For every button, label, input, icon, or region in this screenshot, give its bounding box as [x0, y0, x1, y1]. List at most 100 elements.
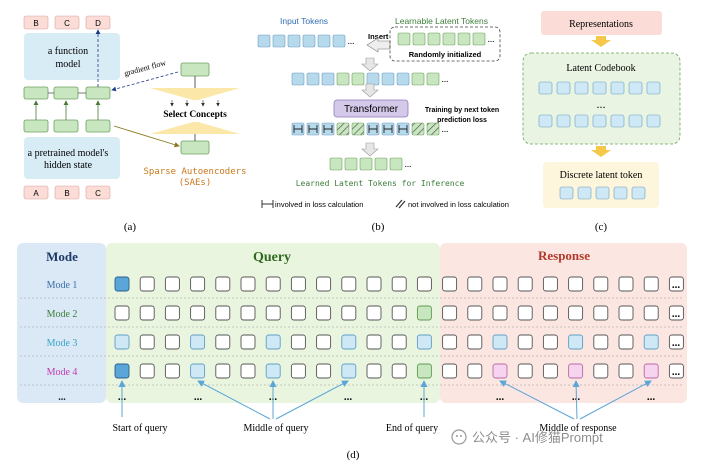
output-token-loss-mark	[368, 125, 378, 133]
learned-ellipsis: ...	[405, 159, 412, 169]
sae-label-2: (SAEs)	[179, 178, 212, 188]
grid-token	[316, 334, 332, 350]
bottom-token-label: B	[64, 189, 69, 198]
grid-token	[442, 276, 458, 292]
column-ellipsis: ...	[496, 391, 505, 403]
mode-label: Mode 4	[47, 367, 78, 378]
combined-token	[306, 72, 320, 86]
grid-token	[568, 305, 584, 321]
grid-token	[290, 334, 306, 350]
combined-token-row: ...	[291, 72, 448, 86]
grid-token	[190, 276, 206, 292]
codebook-token	[592, 114, 607, 128]
grid-token	[618, 305, 634, 321]
grid-token	[467, 334, 483, 350]
codebook-token	[646, 81, 661, 95]
grid-token	[618, 334, 634, 350]
legend-involved-icon	[261, 200, 274, 208]
middle-of-query-label: Middle of query	[244, 423, 309, 434]
insert-arrow	[366, 37, 391, 53]
grid-token	[618, 363, 634, 379]
learned-token	[374, 157, 388, 171]
grid-token	[593, 305, 609, 321]
latent-token	[472, 32, 486, 46]
grid-token	[190, 305, 206, 321]
top-token-label: D	[95, 19, 101, 28]
grid-token	[467, 276, 483, 292]
grid-token	[114, 276, 130, 292]
sae-label-1: Sparse Autoencoders	[144, 167, 247, 177]
discrete-token	[631, 186, 646, 200]
discrete-latent-label: Discrete latent token	[560, 170, 643, 181]
output-token-loss-mark	[323, 125, 333, 133]
wechat-icon	[451, 429, 467, 445]
watermark-text: 公众号 · AI修猫Prompt	[472, 430, 603, 445]
grid-token	[517, 305, 533, 321]
learned-latent-label: Learned Latent Tokens for Inference	[296, 179, 465, 188]
top-token-label: B	[33, 19, 38, 28]
column-ellipsis: ...	[194, 391, 203, 403]
learnable-latent-label: Learnable Latent Tokens	[395, 16, 488, 26]
output-token	[426, 122, 440, 136]
combined-token	[426, 72, 440, 86]
grid-token	[114, 334, 130, 350]
function-model-label-1: a function	[48, 46, 88, 57]
pretrained-box	[24, 137, 120, 179]
grid-token	[316, 363, 332, 379]
grid-token	[265, 363, 281, 379]
learned-token	[389, 157, 403, 171]
grid-token	[215, 305, 231, 321]
grid-token	[215, 363, 231, 379]
grid-token	[391, 334, 407, 350]
grid-token	[542, 334, 558, 350]
middle-of-response-label: Middle of response	[539, 423, 617, 434]
grid-token	[265, 276, 281, 292]
transformer-label: Transformer	[344, 104, 399, 115]
gradient-flow-label: gradient flow	[123, 58, 167, 78]
grid-token	[593, 276, 609, 292]
pointer-arrows	[118, 380, 652, 420]
latent-token	[457, 32, 471, 46]
input-token	[317, 34, 331, 48]
grid-token	[290, 305, 306, 321]
output-token-loss-mark	[308, 125, 318, 133]
legend-involved-label: involved in loss calculation	[275, 200, 363, 209]
grid-token	[164, 363, 180, 379]
grid-token	[492, 276, 508, 292]
top-token	[23, 15, 49, 30]
learned-token-row: ...	[329, 157, 412, 171]
query-region-bg	[106, 243, 440, 403]
grid-token	[290, 276, 306, 292]
grid-token	[265, 305, 281, 321]
grid-token	[416, 276, 432, 292]
sae-funnel-bottom	[150, 122, 240, 134]
representations-label: Representations	[569, 19, 633, 30]
c-arrow-1	[591, 36, 611, 47]
bottom-token	[54, 185, 80, 200]
grid-token	[492, 334, 508, 350]
sae-bottom-block	[180, 140, 210, 155]
combined-token	[336, 72, 350, 86]
row-ellipsis: ...	[672, 366, 681, 378]
caption-a: (a)	[124, 221, 137, 233]
grid-token	[442, 334, 458, 350]
hidden-block-6	[85, 119, 111, 133]
grid-token	[341, 334, 357, 350]
codebook-token	[556, 114, 571, 128]
output-token	[411, 122, 425, 136]
discrete-token	[613, 186, 628, 200]
grid-token	[391, 276, 407, 292]
grid-token	[290, 363, 306, 379]
grid-token	[215, 276, 231, 292]
grid-token	[190, 334, 206, 350]
legend-not-involved-label: not involved in loss calculation	[408, 200, 509, 209]
input-token	[332, 34, 346, 48]
grid-token	[391, 305, 407, 321]
grid-token	[164, 305, 180, 321]
row-ellipsis: ...	[672, 337, 681, 349]
middle-query-pointer	[275, 380, 349, 420]
output-token-loss-mark	[383, 125, 393, 133]
response-header: Response	[538, 248, 590, 263]
